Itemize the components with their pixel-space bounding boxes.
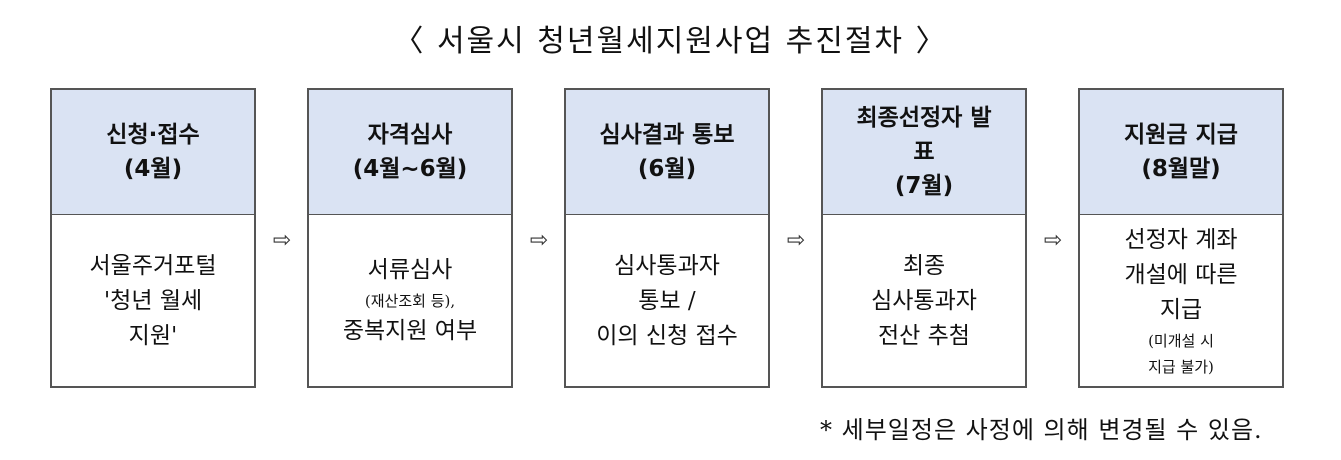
step-2-header: 자격심사 (4월~6월) xyxy=(309,90,511,215)
step-5-line-5: 지급 불가) xyxy=(1148,357,1214,376)
step-2-box: 자격심사 (4월~6월) 서류심사 (재산조회 등), 중복지원 여부 xyxy=(307,88,513,388)
step-1-line-2: '청년 월세 xyxy=(103,287,203,314)
step-4-title-cont: 표 xyxy=(913,139,935,165)
step-5-line-3: 지급 xyxy=(1159,296,1203,323)
step-5-line-2: 개설에 따른 xyxy=(1124,261,1238,288)
step-2-title: 자격심사 xyxy=(367,122,453,148)
step-2-line-2: (재산조회 등), xyxy=(364,292,456,310)
step-3-header: 심사결과 통보 (6월) xyxy=(566,90,768,215)
step-1-line-1: 서울주거포털 xyxy=(89,252,217,279)
arrow-right-icon: ⇨ xyxy=(1043,228,1063,253)
step-3-line-2: 통보 / xyxy=(638,287,696,314)
step-5-title: 지원금 지급 xyxy=(1124,122,1238,148)
step-3-title: 심사결과 통보 xyxy=(599,122,735,148)
step-4-line-2: 심사통과자 xyxy=(871,287,977,314)
diagram-title: 〈 서울시 청년월세지원사업 추진절차 〉 xyxy=(393,24,948,59)
step-5-period: (8월말) xyxy=(1141,156,1221,182)
step-2-period: (4월~6월) xyxy=(352,156,468,182)
step-4-title: 최종선정자 발 xyxy=(856,105,992,131)
step-1-title: 신청·접수 xyxy=(106,122,200,148)
step-5-line-1: 선정자 계좌 xyxy=(1124,226,1238,253)
step-4-line-1: 최종 xyxy=(902,252,946,279)
step-5-box: 지원금 지급 (8월말) 선정자 계좌 개설에 따른 지급 (미개설 시 지급 … xyxy=(1078,88,1284,388)
step-3-box: 심사결과 통보 (6월) 심사통과자 통보 / 이의 신청 접수 xyxy=(564,88,770,388)
footnote: * 세부일정은 사정에 의해 변경될 수 있음. xyxy=(820,416,1263,444)
step-1-header: 신청·접수 (4월) xyxy=(52,90,254,215)
step-1-description: 서울주거포털 '청년 월세 지원' xyxy=(52,215,254,387)
step-4-description: 최종 심사통과자 전산 추첨 xyxy=(823,215,1025,387)
step-1-line-3: 지원' xyxy=(128,322,178,349)
step-5-description: 선정자 계좌 개설에 따른 지급 (미개설 시 지급 불가) xyxy=(1080,215,1282,387)
step-3-description: 심사통과자 통보 / 이의 신청 접수 xyxy=(566,215,768,387)
step-4-line-3: 전산 추첨 xyxy=(878,322,970,349)
step-4-box: 최종선정자 발 표 (7월) 최종 심사통과자 전산 추첨 xyxy=(821,88,1027,388)
step-4-period: (7월) xyxy=(894,173,954,199)
step-4-header: 최종선정자 발 표 (7월) xyxy=(823,90,1025,215)
step-3-line-1: 심사통과자 xyxy=(614,252,720,279)
step-1-period: (4월) xyxy=(123,156,183,182)
step-3-line-3: 이의 신청 접수 xyxy=(596,322,738,349)
step-3-period: (6월) xyxy=(637,156,697,182)
step-5-header: 지원금 지급 (8월말) xyxy=(1080,90,1282,215)
arrow-right-icon: ⇨ xyxy=(272,228,292,253)
step-2-line-3: 중복지원 여부 xyxy=(342,318,478,344)
step-2-line-1: 서류심사 xyxy=(367,257,453,283)
arrow-right-icon: ⇨ xyxy=(786,228,806,253)
step-1-box: 신청·접수 (4월) 서울주거포털 '청년 월세 지원' xyxy=(50,88,256,388)
step-5-line-4: (미개설 시 xyxy=(1148,331,1214,350)
step-2-description: 서류심사 (재산조회 등), 중복지원 여부 xyxy=(309,215,511,387)
arrow-right-icon: ⇨ xyxy=(529,228,549,253)
